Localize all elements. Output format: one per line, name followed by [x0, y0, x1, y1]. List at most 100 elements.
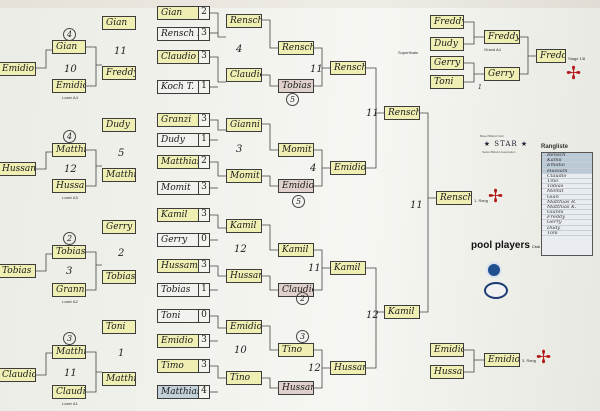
circle-mark-2: 4 [63, 130, 76, 143]
rank-row: Hussam [542, 168, 592, 174]
champion-rank-label: 1. Rang [474, 198, 489, 203]
lb2-right-top: Dudy [102, 118, 136, 132]
rank-row: Toni [542, 231, 592, 236]
lb3-right: Tobias [102, 270, 136, 284]
r2-7: Emidio [226, 320, 262, 334]
r2-score-4: 10 [234, 345, 247, 356]
qf-score-4: 12 [308, 363, 321, 374]
rank-row: Freddy [542, 215, 592, 221]
third-a: Emidio [430, 343, 464, 357]
third-b: Hussam [430, 365, 464, 379]
stage-label: Stage 1/8 [568, 56, 586, 61]
qf-8: Hussam [278, 381, 314, 395]
star-logo-title: STAR [494, 140, 518, 148]
qf-4: Emidio [278, 179, 314, 193]
sfa-2: Dudy [430, 37, 464, 51]
rank-row: Gianni [542, 210, 592, 216]
star-logo-top: Basel Billard Club [480, 134, 504, 138]
ranking-title: Rangliste [541, 144, 569, 150]
lb2-top: Matthias R. [52, 143, 86, 157]
qf-2: Tobias [278, 79, 314, 93]
sfb-1: Gerry [430, 56, 464, 70]
qf-5: Kamil [278, 243, 314, 257]
lb4-top: Matthias K. [52, 345, 86, 359]
rank-row: Matthias K. [542, 205, 592, 211]
lb3-s1: 3 [66, 266, 73, 277]
blue-badge-icon [486, 262, 502, 278]
lb4-label: Loser A1 [62, 401, 78, 406]
r2-4: Momit [226, 169, 262, 183]
oval-badge-icon [484, 282, 508, 299]
left-name-2: Hussam [0, 162, 36, 176]
winner-mark-icon: ✢ [488, 186, 504, 206]
lb3-mid: Granni [52, 283, 86, 297]
final-2: Kamil [384, 305, 420, 319]
sf-2: Emidio [330, 161, 366, 175]
lb4-s1: 11 [64, 368, 77, 379]
r2-score-1: 4 [236, 44, 243, 55]
lb2-mid: Hussam [52, 179, 86, 193]
lb1-top: Gian [52, 40, 86, 54]
r2-1: Rensch [226, 14, 262, 28]
left-name-1: Emidio [0, 62, 36, 76]
rank-row: Tino [542, 179, 592, 185]
rank-row: Tobias [542, 184, 592, 190]
pool-players-tag: Club [531, 244, 541, 249]
superfinal-mark-icon: ✢ [566, 63, 582, 83]
circle-mark-3: 2 [63, 232, 76, 245]
lb1-right-top: Gian [102, 16, 136, 30]
third-mark-icon: ✢ [536, 347, 552, 367]
lb4-right-top: Toni [102, 320, 136, 334]
sfa-score: Grand A4 [484, 47, 501, 52]
rank-row: Matthias R. [542, 200, 592, 205]
circle-mark-4: 3 [63, 332, 76, 345]
left-name-3: Tobias [0, 264, 36, 278]
qf-score-3: 11 [308, 263, 321, 274]
sfa-1: Freddy [430, 15, 464, 29]
circle-mark-5: 5 [286, 93, 299, 106]
sf-1: Rensch [330, 61, 366, 75]
rank-row: Gerry [542, 220, 592, 226]
sf-score-2: 12 [366, 310, 379, 321]
sfb-2: Toni [430, 75, 464, 89]
third-winner: Emidio [484, 353, 520, 367]
lb1-s2: 11 [114, 46, 127, 57]
r1-m2-bot: Koch T.1 [157, 80, 210, 94]
rank-row: Claudio [542, 174, 592, 179]
lb1-right: Freddy [102, 66, 136, 80]
left-name-4: Claudio [0, 368, 36, 382]
r2-6: Hussam [226, 269, 262, 283]
sfb-winner: Gerry [484, 67, 520, 81]
circle-mark-1: 4 [63, 28, 76, 41]
qf-1: Rensch [278, 41, 314, 55]
lb1-label: Loser A4 [62, 95, 78, 100]
final-score: 11 [410, 200, 423, 211]
lb1-mid: Emidio [52, 79, 86, 93]
final-1: Rensch [384, 106, 420, 120]
rank-row: Gian [542, 195, 592, 200]
sfb-score: 1 [478, 84, 482, 91]
r1-m4-top: Matthias R.2 [157, 155, 210, 169]
r2-2: Claudio [226, 68, 262, 82]
ranking-list: Rensch Kamil Emidio Hussam Claudio Tino … [541, 152, 593, 256]
sf-score-1: 11 [366, 108, 379, 119]
rank-row: Rensch [542, 153, 592, 159]
circle-mark-8: 2 [296, 292, 309, 305]
star-logo-sub: Swiss Billiard Association [482, 150, 516, 154]
rank-row: Dudy [542, 226, 592, 231]
lb3-top: Tobias [52, 245, 86, 259]
rank-row: Emidio [542, 163, 592, 169]
pool-players-name: pool players [471, 240, 530, 251]
lb2-right: Matthias R. [102, 168, 136, 182]
superfinal-winner: Freddy [536, 49, 566, 63]
